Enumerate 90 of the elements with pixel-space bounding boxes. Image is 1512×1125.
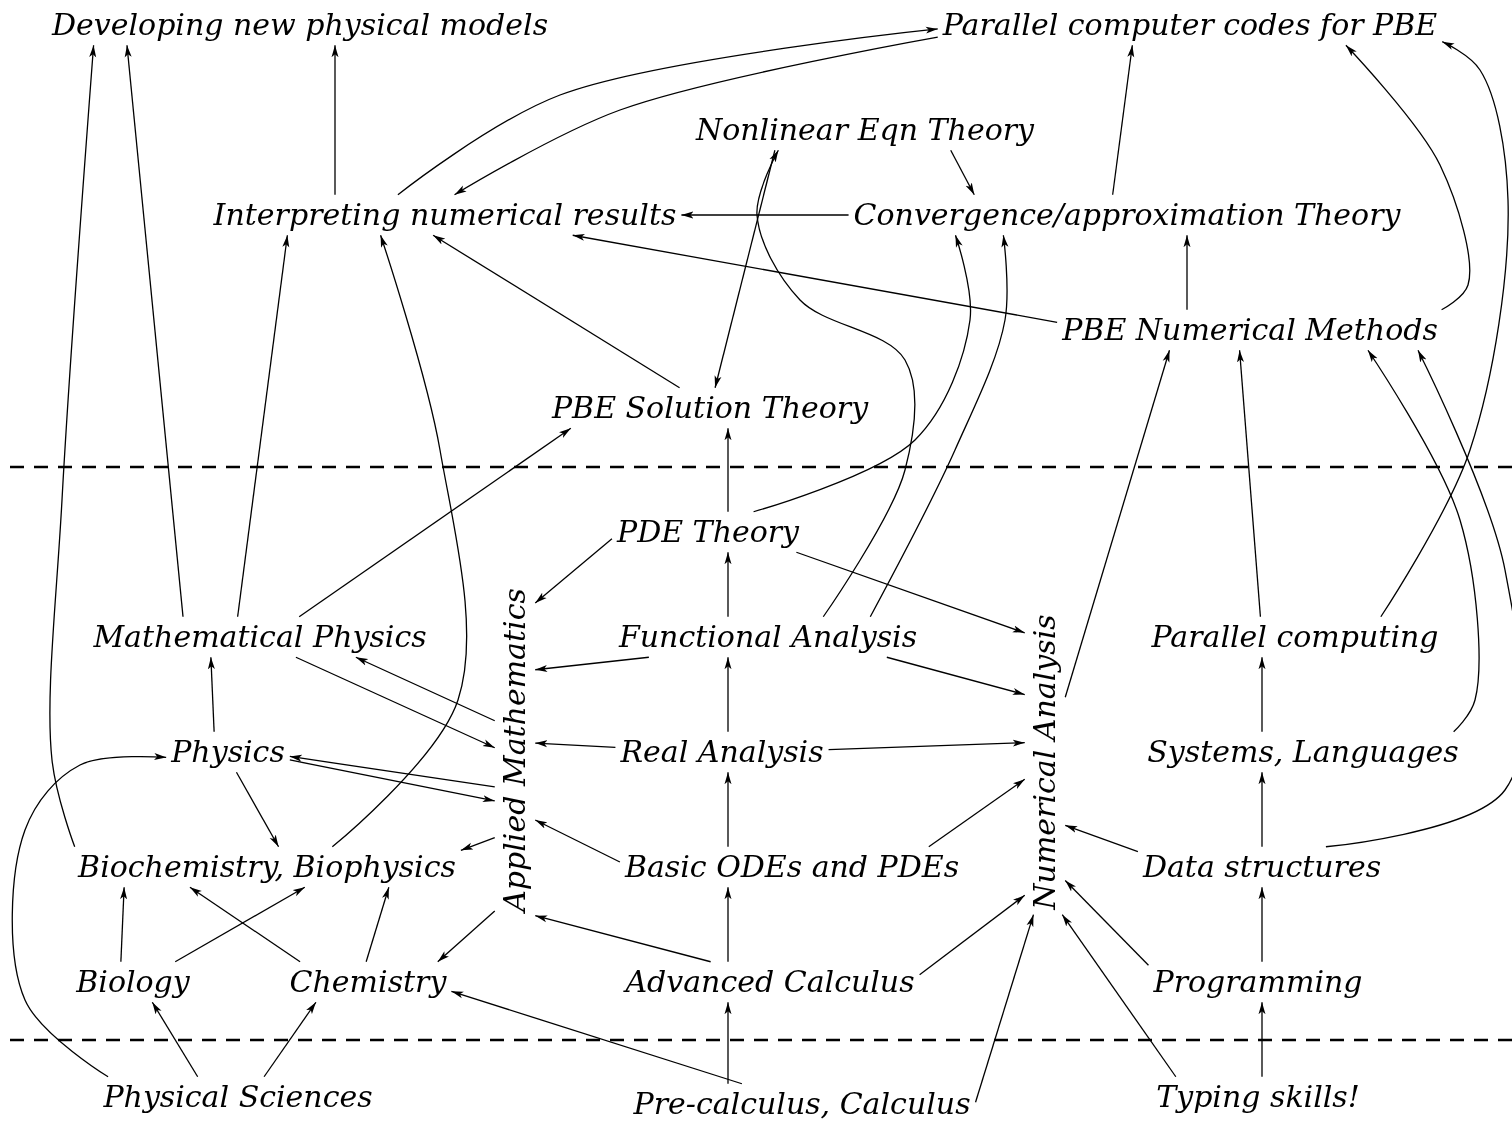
arrow [534,538,613,604]
arrow [534,740,617,749]
arrow [295,656,496,749]
arrow [1380,41,1509,618]
topic-label: Programming [1150,963,1366,1001]
topic-label: Parallel computing [1148,618,1442,656]
arrow [869,234,1009,618]
topic-label: Biochemistry, Biophysics [75,848,459,886]
arrow [437,910,496,963]
arrow [724,886,732,963]
arrow [1258,1001,1266,1078]
arrow [572,233,1058,323]
arrow [1325,349,1512,848]
topic-label: Chemistry [286,963,450,1001]
arrow [453,36,939,196]
vertical-topic-label: Numerical Analysis [1026,611,1064,913]
arrow [432,234,681,389]
topic-label: Mathematical Physics [90,618,430,656]
arrow [534,819,621,863]
arrow [1258,771,1266,848]
arrow [1258,656,1266,733]
arrow [886,656,1026,696]
arrow [289,754,496,788]
topic-label: PBE Solution Theory [548,389,872,427]
arrow [724,427,732,513]
topic-label: Advanced Calculus [622,963,918,1001]
arrow [298,427,572,618]
arrow [331,44,339,196]
topic-label: Functional Analysis [615,618,921,656]
arrow [235,771,280,848]
arrow [1061,914,1177,1078]
topic-label: Parallel computer codes for PBE [939,6,1441,44]
arrow [124,44,184,618]
arrow [1367,349,1480,733]
arrow [120,886,128,963]
arrow [207,656,215,733]
arrow [950,149,975,196]
arrow [289,759,496,803]
arrow [756,149,916,618]
arrow [460,836,496,851]
arrow [724,1001,732,1085]
topic-label: Physics [168,733,288,771]
topic-label: Typing skills! [1153,1078,1363,1116]
arrow [724,551,732,618]
arrow [49,44,97,848]
topic-label: Systems, Languages [1144,733,1462,771]
arrow [1345,44,1471,311]
topic-label: Convergence/approximation Theory [850,196,1404,234]
topic-label: Interpreting numerical results [210,196,680,234]
arrow [365,886,390,963]
topic-label: Developing new physical models [48,6,552,44]
arrow [450,990,743,1085]
topic-label: PDE Theory [613,513,803,551]
arrow [827,739,1026,751]
arrow [174,886,306,963]
topic-label: Nonlinear Eqn Theory [692,111,1038,149]
topic-label: Physical Sciences [100,1078,376,1116]
arrow [1183,234,1191,311]
arrow [795,551,1026,634]
topic-label: Biology [73,963,193,1001]
arrow [1064,824,1139,853]
topic-label: Pre-calculus, Calculus [630,1085,974,1123]
arrow [714,149,776,389]
arrow [237,234,290,618]
arrow [724,656,732,733]
arrow [189,886,301,963]
topic-label: PBE Numerical Methods [1059,311,1441,349]
topic-label: Data structures [1139,848,1385,886]
arrow [1064,349,1171,698]
topic-label: Real Analysis [617,733,827,771]
arrow [918,894,1026,976]
vertical-topic-label: Applied Mathematics [496,585,534,915]
arrow [1258,886,1266,963]
arrow [974,914,1035,1103]
arrow [534,656,650,672]
arrow [11,753,167,1078]
arrow [355,656,496,722]
arrow [331,234,468,848]
topic-label: Basic ODEs and PDEs [621,848,963,886]
arrow [928,778,1026,848]
arrow [263,1001,317,1078]
arrow [1064,879,1150,966]
arrow [534,915,712,963]
arrow [397,26,939,196]
arrow [680,211,850,219]
arrow [724,771,732,848]
arrow [1237,349,1262,618]
arrow [752,234,972,513]
arrow [151,1001,199,1078]
arrow [1112,44,1135,196]
